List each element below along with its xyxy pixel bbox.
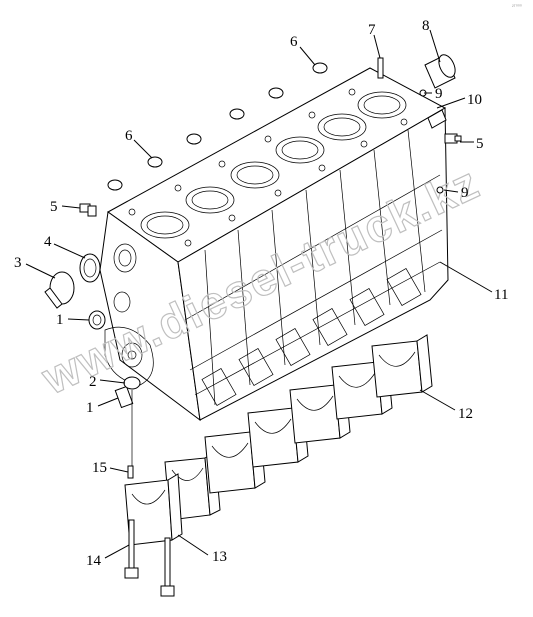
corner-mark: ²ᵀ⁰⁰⁰ — [512, 4, 522, 10]
callout-2: 2 — [89, 374, 97, 390]
callout-9-side: 9 — [461, 185, 469, 201]
cylinder-block — [99, 67, 449, 422]
plug-1-lower — [114, 385, 134, 409]
callout-5-right: 5 — [476, 136, 484, 152]
callout-3: 3 — [14, 255, 22, 271]
leader-lines — [25, 29, 493, 559]
sensor — [427, 109, 447, 129]
o-ring — [123, 376, 141, 390]
cap-dowel — [127, 465, 134, 479]
callout-5-left: 5 — [50, 199, 58, 215]
main-bearing-bolts — [124, 519, 175, 597]
callout-6-left: 6 — [125, 128, 133, 144]
thrust-bearing-cap — [124, 473, 183, 546]
callout-1-upper: 1 — [56, 312, 64, 328]
callout-13: 13 — [212, 549, 227, 565]
callout-9-top: 9 — [435, 86, 443, 102]
sleeve — [424, 54, 456, 89]
callout-15: 15 — [92, 460, 107, 476]
large-seal-4 — [79, 253, 101, 283]
callout-8: 8 — [422, 18, 430, 34]
screw-plug-left — [79, 203, 97, 217]
callout-6-top: 6 — [290, 34, 298, 50]
small-plug-side — [436, 186, 444, 194]
callout-labels: 6 6 7 8 9 10 5 9 5 4 3 1 2 1 11 12 13 14… — [14, 18, 508, 569]
callout-1-lower: 1 — [86, 400, 94, 416]
large-seal-3 — [44, 271, 75, 309]
callout-14: 14 — [86, 553, 102, 569]
callout-10: 10 — [467, 92, 482, 108]
callout-7: 7 — [368, 22, 376, 38]
callout-12: 12 — [458, 406, 473, 422]
core-plug-group — [107, 62, 328, 191]
callout-11: 11 — [494, 287, 508, 303]
dowel-pin — [377, 57, 384, 79]
callout-4: 4 — [44, 234, 52, 250]
plug-1-upper — [88, 310, 106, 330]
screw-plug-right — [444, 133, 462, 144]
